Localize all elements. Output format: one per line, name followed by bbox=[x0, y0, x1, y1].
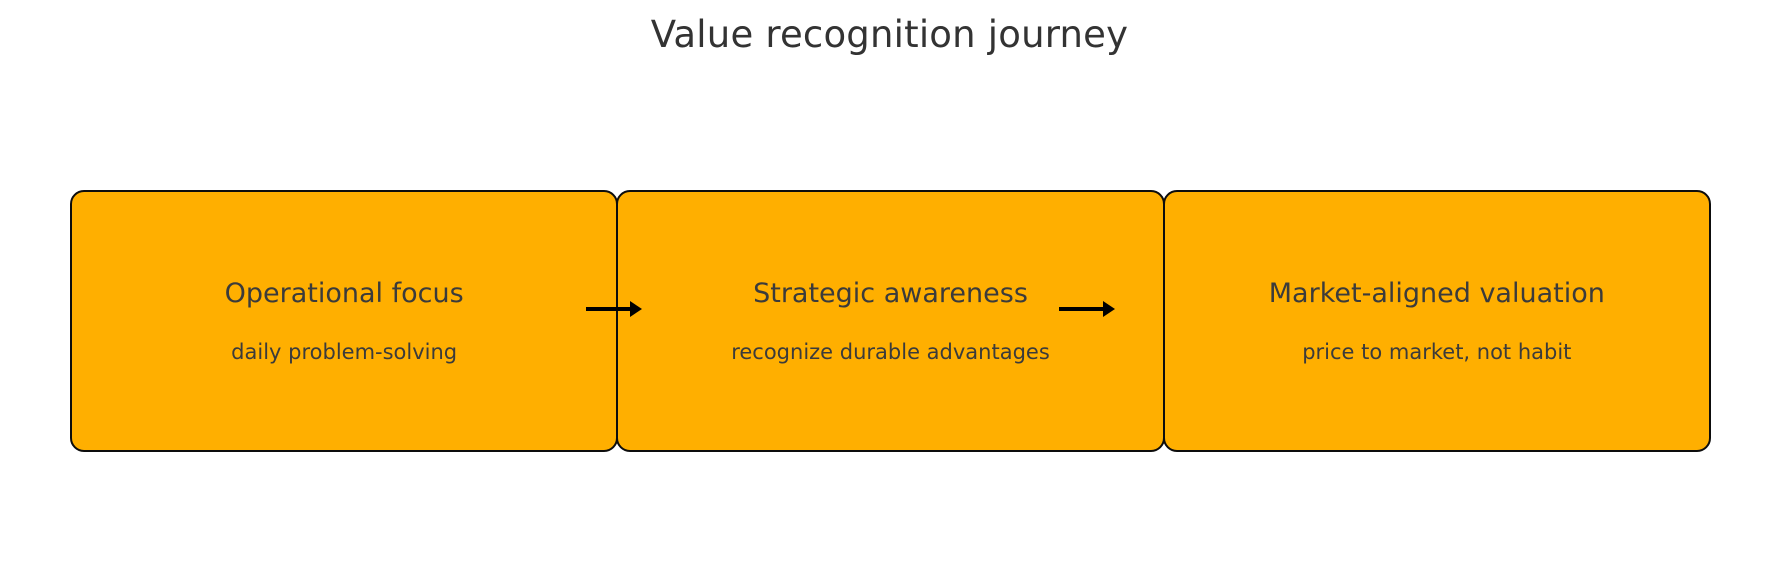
flow-stage-row: Operational focus daily problem-solving … bbox=[70, 190, 1711, 452]
stage-label: Operational focus bbox=[224, 277, 464, 309]
stage-label: Strategic awareness bbox=[753, 277, 1028, 309]
stage-detail: daily problem-solving bbox=[231, 339, 458, 364]
stage-box-strategic-awareness[interactable]: Strategic awareness recognize durable ad… bbox=[616, 190, 1165, 452]
stage-box-operational-focus[interactable]: Operational focus daily problem-solving bbox=[70, 190, 619, 452]
stage-detail: recognize durable advantages bbox=[731, 339, 1050, 364]
stage-detail: price to market, not habit bbox=[1302, 339, 1572, 364]
stage-box-market-aligned-valuation[interactable]: Market-aligned valuation price to market… bbox=[1162, 190, 1711, 452]
stage-label: Market-aligned valuation bbox=[1268, 277, 1605, 309]
page-title: Value recognition journey bbox=[650, 13, 1129, 56]
